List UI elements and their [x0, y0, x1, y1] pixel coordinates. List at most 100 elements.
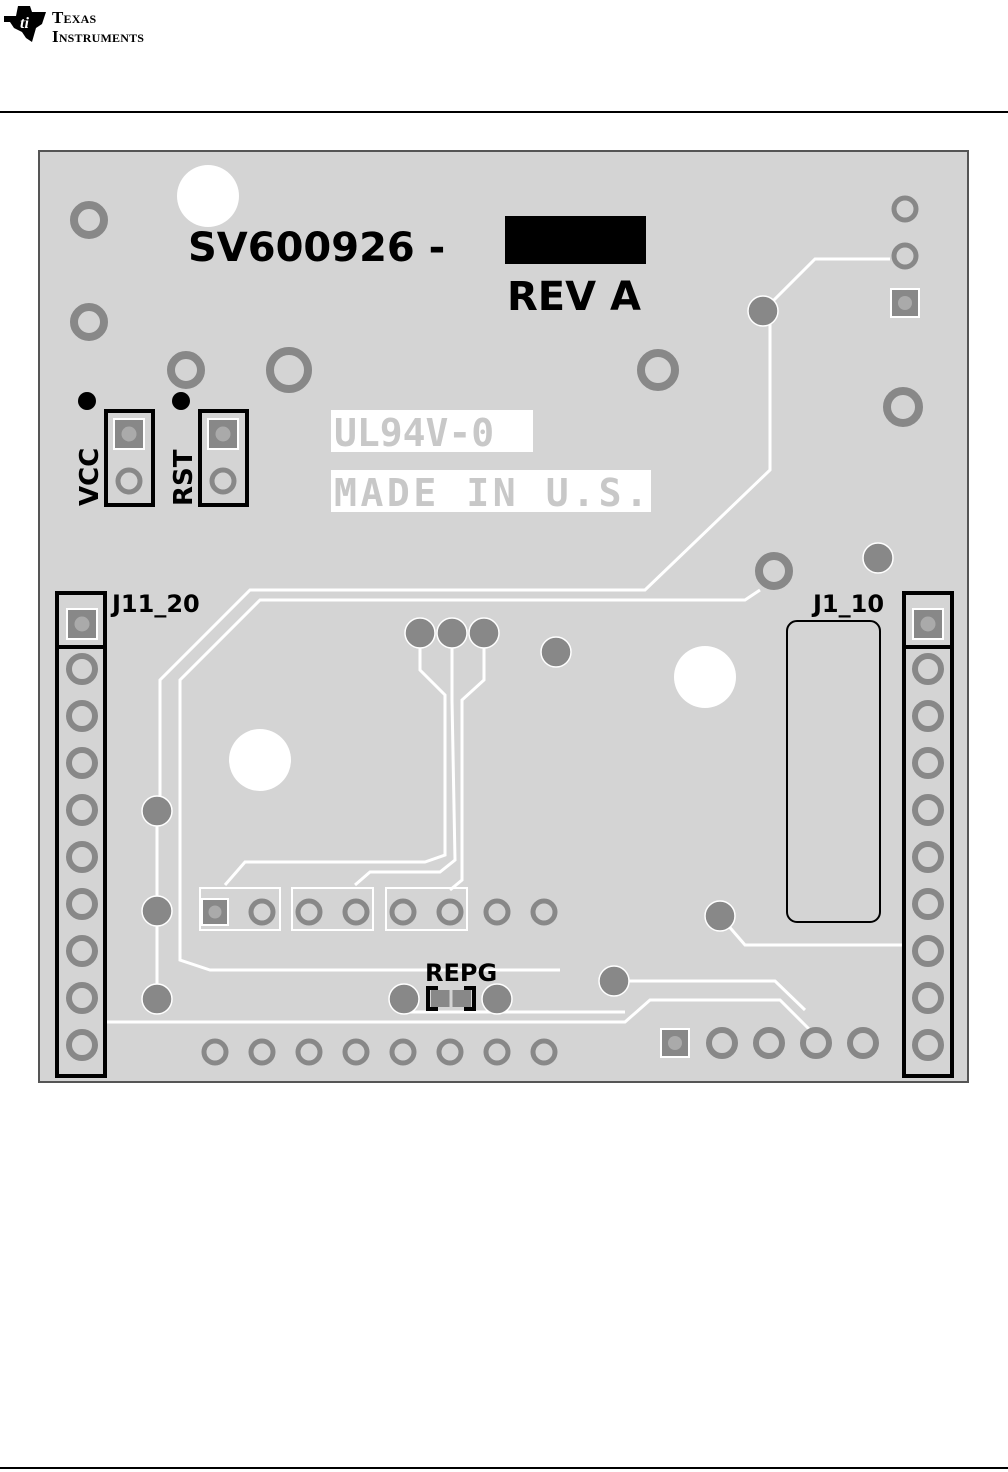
component-outline [786, 620, 881, 923]
pad-ring [912, 982, 944, 1014]
via [404, 617, 436, 649]
pad-ring [483, 1038, 511, 1066]
pad-ring [70, 201, 108, 239]
header-rule [0, 111, 1008, 113]
pad-ring [530, 1038, 558, 1066]
pad-ring [912, 794, 944, 826]
pad-ring [66, 888, 98, 920]
pad-ring [706, 1027, 738, 1059]
pad-square [201, 898, 229, 926]
ul-mark-box [331, 410, 533, 452]
pad-ring [883, 387, 923, 427]
pad-ring [266, 347, 312, 393]
pad-ring [70, 303, 108, 341]
pad-drill [208, 905, 222, 919]
repg-component [426, 986, 476, 1011]
pad-ring [66, 841, 98, 873]
pad-ring [248, 1038, 276, 1066]
vcc-jumper-outline [104, 409, 155, 507]
revision: REV A [507, 274, 641, 320]
pad-ring [66, 794, 98, 826]
pad-ring [530, 898, 558, 926]
ti-logo-icon: ti [4, 6, 46, 42]
via [141, 983, 173, 1015]
via [540, 636, 572, 668]
pad-ring [800, 1027, 832, 1059]
pad-ring [295, 898, 323, 926]
pad-ring [342, 1038, 370, 1066]
pad-ring [891, 242, 919, 270]
through-hole-pads [66, 195, 944, 1066]
j11-label: J11_20 [110, 590, 200, 618]
via [436, 617, 468, 649]
pad-ring [912, 700, 944, 732]
via [747, 295, 779, 327]
pad-ring [342, 898, 370, 926]
pad-ring [753, 1027, 785, 1059]
pad-drill [215, 426, 231, 442]
footer-rule [0, 1467, 1008, 1469]
pcb-board [38, 150, 969, 1083]
ul-mark: UL94V-0 [334, 411, 494, 455]
pad-drill [920, 616, 936, 632]
pad-ring [201, 1038, 229, 1066]
silkscreen-outlines [55, 409, 954, 1078]
pad-ring [891, 195, 919, 223]
serial-block [505, 216, 646, 264]
traces [105, 257, 905, 1032]
pad-ring [637, 349, 679, 391]
pad-ring [389, 898, 417, 926]
pad-ring [912, 1029, 944, 1061]
pad-ring [912, 747, 944, 779]
pad-drill [898, 296, 912, 310]
logo-line1: Texas [52, 8, 97, 27]
pad-ring [847, 1027, 879, 1059]
pad-drill [74, 616, 90, 632]
via [704, 900, 736, 932]
pad-ring [436, 1038, 464, 1066]
pad-ring [483, 898, 511, 926]
pin1-dot [172, 392, 190, 410]
via [598, 965, 630, 997]
via [862, 542, 894, 574]
pad-ring [209, 467, 237, 495]
pad-drill [668, 1036, 682, 1050]
svg-text:ti: ti [20, 15, 29, 32]
pad-ring [295, 1038, 323, 1066]
rst-label: RST [169, 449, 199, 506]
part-number: SV600926 - [188, 225, 445, 271]
pad-ring [389, 1038, 417, 1066]
via [481, 983, 513, 1015]
j1-label: J1_10 [811, 590, 884, 618]
j1-header-outline [902, 591, 954, 1078]
ti-logo: ti Texas Instruments [2, 2, 202, 50]
via [141, 895, 173, 927]
logo-line2: Instruments [52, 27, 145, 46]
pad-ring [755, 552, 793, 590]
pad-ring [66, 653, 98, 685]
rst-jumper-outline [198, 409, 249, 507]
via [141, 795, 173, 827]
origin-box [331, 470, 651, 512]
pad-ring [115, 467, 143, 495]
pad-ring [248, 898, 276, 926]
vcc-label: VCC [75, 448, 105, 506]
pad-ring [912, 888, 944, 920]
j11-header-outline [55, 591, 107, 1078]
pad-ring [167, 351, 205, 389]
pad-ring [66, 935, 98, 967]
pad-ring [66, 700, 98, 732]
vias [141, 295, 894, 1015]
via [468, 617, 500, 649]
pad-ring [912, 653, 944, 685]
pad-ring [66, 747, 98, 779]
pin1-dot [78, 392, 96, 410]
repg-label: REPG [425, 959, 497, 987]
mounting-holes [177, 165, 736, 791]
pad-ring [66, 1029, 98, 1061]
pad-ring [912, 841, 944, 873]
pad-ring [66, 982, 98, 1014]
via [388, 983, 420, 1015]
pad-group-outlines [199, 887, 468, 931]
